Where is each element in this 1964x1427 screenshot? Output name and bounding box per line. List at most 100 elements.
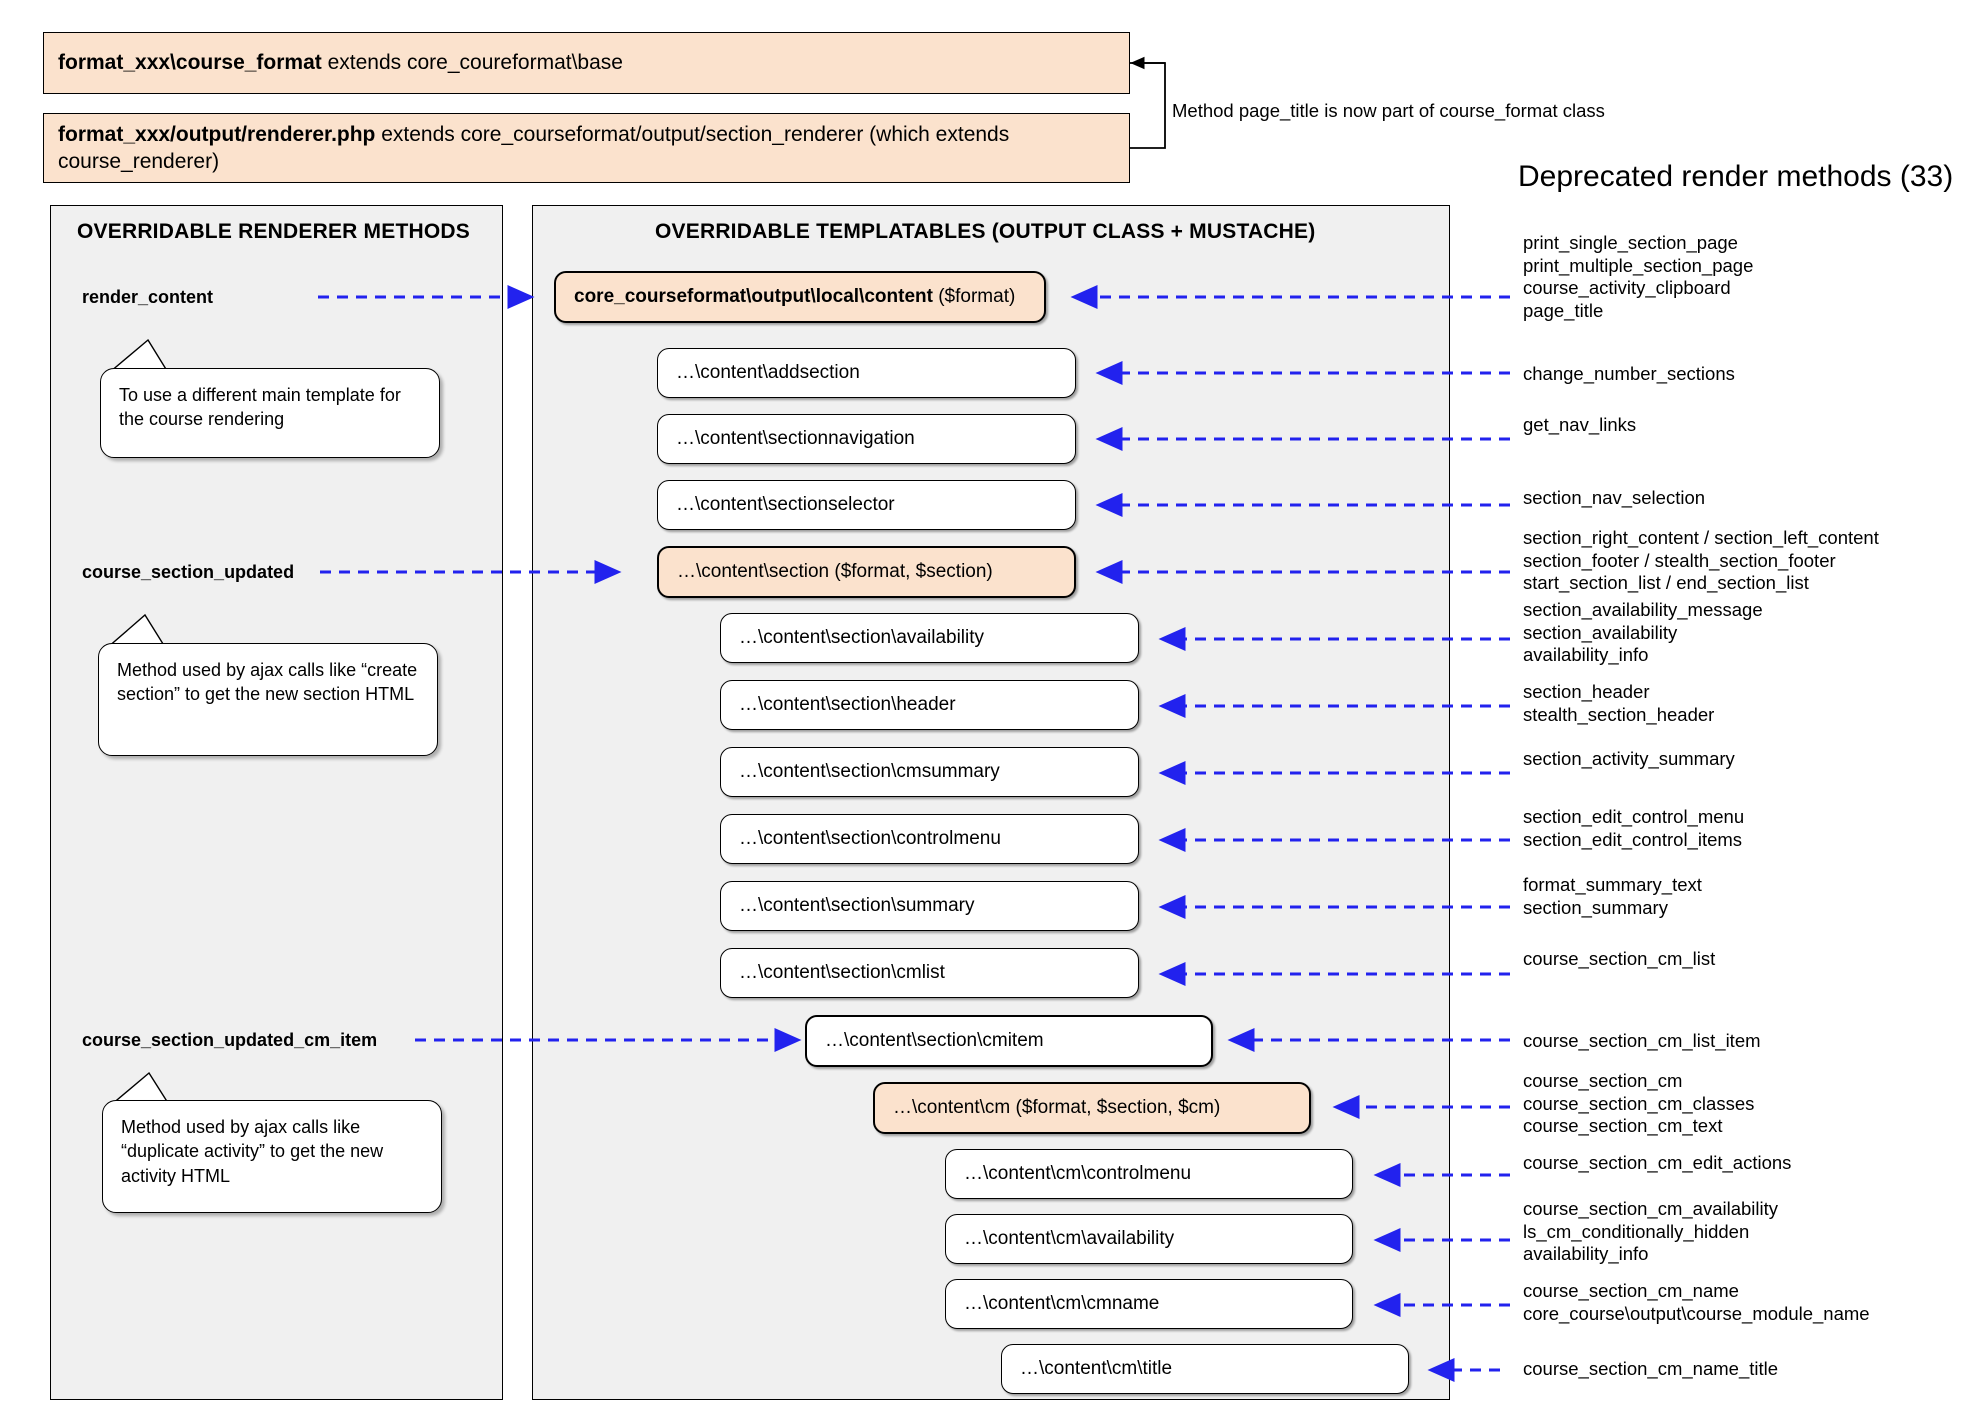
- deprecated-group-11: course_section_cm_list_item: [1523, 1030, 1761, 1053]
- deprecated-line: section_footer / stealth_section_footer: [1523, 549, 1836, 571]
- templatable-box-section-cmsummary[interactable]: …\content\section\cmsummary: [720, 747, 1139, 797]
- templatable-15-label: …\content\cm\cmname: [964, 1293, 1160, 1314]
- callout-course-section-updated-cm-item: Method used by ajax calls like “duplicat…: [102, 1100, 442, 1213]
- deprecated-line: availability_info: [1523, 1243, 1649, 1265]
- deprecated-line: course_section_cm: [1523, 1070, 1683, 1091]
- deprecated-line: section_nav_selection: [1523, 487, 1706, 508]
- deprecated-line: section_summary: [1523, 896, 1668, 918]
- templatable-box-sectionnavigation[interactable]: …\content\sectionnavigation: [657, 414, 1076, 464]
- deprecated-line: section_header: [1523, 681, 1650, 702]
- header-box-2-bold: format_xxx/output/renderer.php: [58, 122, 376, 146]
- templatable-16-label: …\content\cm\title: [1020, 1358, 1173, 1379]
- templatable-box-sectionselector[interactable]: …\content\sectionselector: [657, 480, 1076, 530]
- deprecated-line: course_section_cm_list_item: [1523, 1030, 1761, 1051]
- templatable-4-label: …\content\section ($format, $section): [677, 561, 993, 582]
- deprecated-group-15: course_section_cm_name core_course\outpu…: [1523, 1280, 1870, 1325]
- callout-render-content: To use a different main template for the…: [100, 368, 440, 458]
- header-box-1-bold: format_xxx\course_format: [58, 51, 322, 75]
- deprecated-line: get_nav_links: [1523, 414, 1637, 435]
- deprecated-line: page_title: [1523, 299, 1604, 321]
- deprecated-line: section_activity_summary: [1523, 748, 1735, 769]
- deprecated-group-5: section_availability_message section_ava…: [1523, 599, 1763, 667]
- deprecated-line: course_section_cm_availability: [1523, 1198, 1779, 1219]
- templatable-box-section-controlmenu[interactable]: …\content\section\controlmenu: [720, 814, 1139, 864]
- deprecated-line: print_multiple_section_page: [1523, 254, 1754, 276]
- header-box-2-rest: extends core_courseformat/output/section…: [58, 122, 1010, 173]
- deprecated-group-1: change_number_sections: [1523, 363, 1735, 386]
- deprecated-group-3: section_nav_selection: [1523, 487, 1705, 510]
- deprecated-group-12: course_section_cm course_section_cm_clas…: [1523, 1070, 1754, 1138]
- templatable-box-cm-controlmenu[interactable]: …\content\cm\controlmenu: [945, 1149, 1353, 1199]
- deprecated-line: section_edit_control_menu: [1523, 806, 1745, 827]
- center-panel-title: OVERRIDABLE TEMPLATABLES (OUTPUT CLASS +…: [655, 220, 1316, 243]
- templatable-0-rest: ($format): [932, 286, 1016, 307]
- templatable-10-label: …\content\section\cmlist: [739, 962, 945, 983]
- header-box-renderer-php: format_xxx/output/renderer.php extends c…: [43, 113, 1130, 183]
- renderer-method-render-content[interactable]: render_content: [82, 287, 214, 307]
- deprecated-line: availability_info: [1523, 644, 1649, 666]
- templatable-box-section-header[interactable]: …\content\section\header: [720, 680, 1139, 730]
- templatable-0-bold: core_courseformat\output\local\content: [574, 286, 933, 307]
- templatable-8-label: …\content\section\controlmenu: [739, 828, 1001, 849]
- deprecated-line: ls_cm_conditionally_hidden: [1523, 1220, 1750, 1242]
- deprecated-line: section_edit_control_items: [1523, 828, 1743, 850]
- deprecated-line: start_section_list / end_section_list: [1523, 572, 1809, 594]
- templatable-1-label: …\content\addsection: [676, 362, 860, 383]
- templatable-7-label: …\content\section\cmsummary: [739, 761, 1000, 782]
- deprecated-line: section_right_content / section_left_con…: [1523, 527, 1879, 548]
- templatable-box-content[interactable]: core_courseformat\output\local\content (…: [554, 271, 1046, 323]
- templatable-box-section-summary[interactable]: …\content\section\summary: [720, 881, 1139, 931]
- templatable-box-cm-availability[interactable]: …\content\cm\availability: [945, 1214, 1353, 1264]
- renderer-method-course-section-updated[interactable]: course_section_updated: [82, 562, 295, 582]
- templatable-box-section-availability[interactable]: …\content\section\availability: [720, 613, 1139, 663]
- deprecated-line: course_section_cm_name: [1523, 1280, 1739, 1301]
- deprecated-group-0: print_single_section_page print_multiple…: [1523, 232, 1753, 322]
- templatable-box-cm-cmname[interactable]: …\content\cm\cmname: [945, 1279, 1353, 1329]
- templatable-box-addsection[interactable]: …\content\addsection: [657, 348, 1076, 398]
- templatable-3-label: …\content\sectionselector: [676, 494, 895, 515]
- deprecated-line: course_activity_clipboard: [1523, 277, 1731, 299]
- templatable-11-label: …\content\section\cmitem: [825, 1030, 1044, 1051]
- callout-course-section-updated: Method used by ajax calls like “create s…: [98, 643, 438, 756]
- templatable-12-label: …\content\cm ($format, $section, $cm): [893, 1097, 1221, 1118]
- deprecated-group-8: section_edit_control_menu section_edit_c…: [1523, 806, 1744, 851]
- deprecated-group-2: get_nav_links: [1523, 414, 1636, 437]
- templatable-5-label: …\content\section\availability: [739, 627, 985, 648]
- deprecated-line: course_section_cm_list: [1523, 948, 1716, 969]
- templatable-box-section-cmitem[interactable]: …\content\section\cmitem: [805, 1015, 1213, 1067]
- templatable-13-label: …\content\cm\controlmenu: [964, 1163, 1192, 1184]
- deprecated-group-14: course_section_cm_availability ls_cm_con…: [1523, 1198, 1778, 1266]
- templatable-2-label: …\content\sectionnavigation: [676, 428, 915, 449]
- deprecated-line: course_section_cm_name_title: [1523, 1358, 1779, 1379]
- templatable-14-label: …\content\cm\availability: [964, 1228, 1175, 1249]
- deprecated-group-6: section_header stealth_section_header: [1523, 681, 1714, 726]
- renderer-method-course-section-updated-cm-item[interactable]: course_section_updated_cm_item: [82, 1030, 378, 1050]
- templatable-box-section[interactable]: …\content\section ($format, $section): [657, 546, 1076, 598]
- deprecated-group-10: course_section_cm_list: [1523, 948, 1715, 971]
- deprecated-group-4: section_right_content / section_left_con…: [1523, 527, 1879, 595]
- deprecated-line: course_section_cm_text: [1523, 1115, 1723, 1137]
- deprecated-line: format_summary_text: [1523, 874, 1702, 895]
- deprecated-methods-title: Deprecated render methods (33): [1518, 160, 1954, 193]
- deprecated-line: print_single_section_page: [1523, 232, 1738, 253]
- header-box-course-format: format_xxx\course_format extends core_co…: [43, 32, 1130, 94]
- deprecated-line: course_section_cm_edit_actions: [1523, 1152, 1792, 1173]
- templatable-box-cm-title[interactable]: …\content\cm\title: [1001, 1344, 1409, 1394]
- deprecated-group-13: course_section_cm_edit_actions: [1523, 1152, 1791, 1175]
- deprecated-line: section_availability_message: [1523, 599, 1763, 620]
- center-panel: [532, 205, 1450, 1400]
- templatable-9-label: …\content\section\summary: [739, 895, 975, 916]
- templatable-box-cm[interactable]: …\content\cm ($format, $section, $cm): [873, 1082, 1311, 1134]
- deprecated-line: core_course\output\course_module_name: [1523, 1302, 1870, 1324]
- templatable-box-section-cmlist[interactable]: …\content\section\cmlist: [720, 948, 1139, 998]
- deprecated-line: stealth_section_header: [1523, 703, 1715, 725]
- deprecated-group-9: format_summary_text section_summary: [1523, 874, 1702, 919]
- deprecated-group-7: section_activity_summary: [1523, 748, 1735, 771]
- deprecated-line: course_section_cm_classes: [1523, 1092, 1755, 1114]
- deprecated-line: section_availability: [1523, 621, 1678, 643]
- templatable-6-label: …\content\section\header: [739, 694, 956, 715]
- page-title-note: Method page_title is now part of course_…: [1172, 100, 1605, 121]
- deprecated-line: change_number_sections: [1523, 363, 1735, 384]
- deprecated-group-16: course_section_cm_name_title: [1523, 1358, 1778, 1381]
- header-box-1-rest: extends core_coureformat\base: [321, 51, 623, 75]
